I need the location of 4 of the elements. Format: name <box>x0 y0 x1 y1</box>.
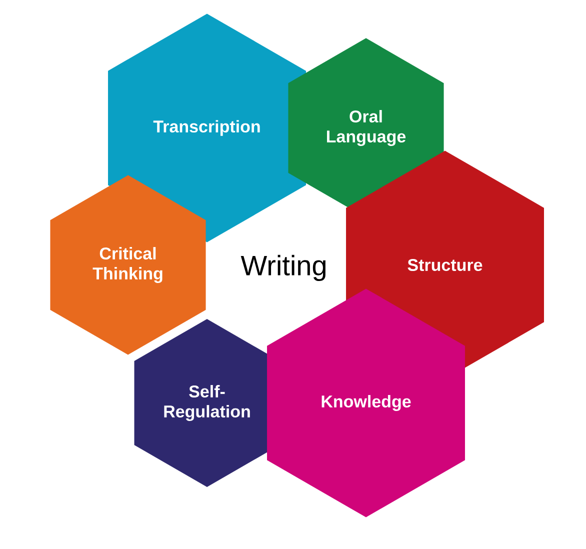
hexagon: Critical Thinking <box>50 175 206 355</box>
hexagon: Knowledge <box>267 288 465 518</box>
hexagon: Self-Regulation <box>134 319 280 487</box>
center-label: Writing <box>240 254 326 282</box>
